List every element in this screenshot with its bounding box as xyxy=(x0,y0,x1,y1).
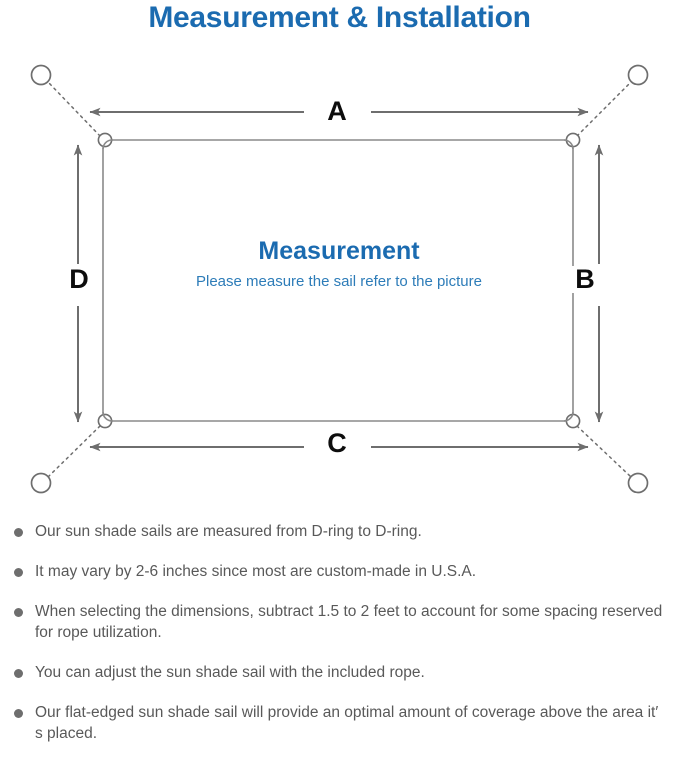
sail-center-title: Measurement xyxy=(258,237,420,265)
note-text: It may vary by 2-6 inches since most are… xyxy=(35,563,477,580)
bullet-icon xyxy=(14,568,23,577)
d-ring-bottom-right-icon xyxy=(565,413,581,429)
dimension-label-d: D xyxy=(60,266,98,293)
anchor-bottom-right-icon xyxy=(627,472,649,494)
anchor-top-right-icon xyxy=(627,64,649,86)
page-title: Measurement & Installation xyxy=(148,1,531,34)
bullet-icon xyxy=(14,669,23,678)
bullet-icon xyxy=(14,528,23,537)
list-item: Our flat-edged sun shade sail will provi… xyxy=(0,702,679,744)
rope-bottom-left xyxy=(48,425,101,477)
rope-bottom-right xyxy=(576,425,631,477)
anchor-top-left-icon xyxy=(30,64,52,86)
note-text: Our flat-edged sun shade sail will provi… xyxy=(35,704,659,742)
page-root: Measurement & Installation xyxy=(14,1,663,742)
note-text: Our sun shade sails are measured from D-… xyxy=(35,523,422,540)
anchor-bottom-left-icon xyxy=(30,472,52,494)
rope-top-right xyxy=(576,82,631,137)
list-item: When selecting the dimensions, subtract … xyxy=(0,601,679,643)
list-item: It may vary by 2-6 inches since most are… xyxy=(0,561,679,582)
rope-top-left xyxy=(48,82,101,137)
dimension-label-c: C xyxy=(306,430,368,457)
note-text: When selecting the dimensions, subtract … xyxy=(35,603,663,641)
dimension-label-b: B xyxy=(566,266,604,293)
dimension-label-a: A xyxy=(306,98,368,125)
note-text: You can adjust the sun shade sail with t… xyxy=(35,664,425,681)
bullet-icon xyxy=(14,608,23,617)
list-item: You can adjust the sun shade sail with t… xyxy=(0,662,679,683)
sail-center-caption: Measurement Please measure the sail refe… xyxy=(103,236,575,294)
sun-shade-sail-measurement-diagram xyxy=(30,64,649,494)
d-ring-top-right-icon xyxy=(565,132,581,148)
list-item: Our sun shade sails are measured from D-… xyxy=(0,521,679,542)
sail-center-subtitle: Please measure the sail refer to the pic… xyxy=(196,273,482,290)
bullet-icon xyxy=(14,709,23,718)
notes-list: Our sun shade sails are measured from D-… xyxy=(0,521,679,763)
